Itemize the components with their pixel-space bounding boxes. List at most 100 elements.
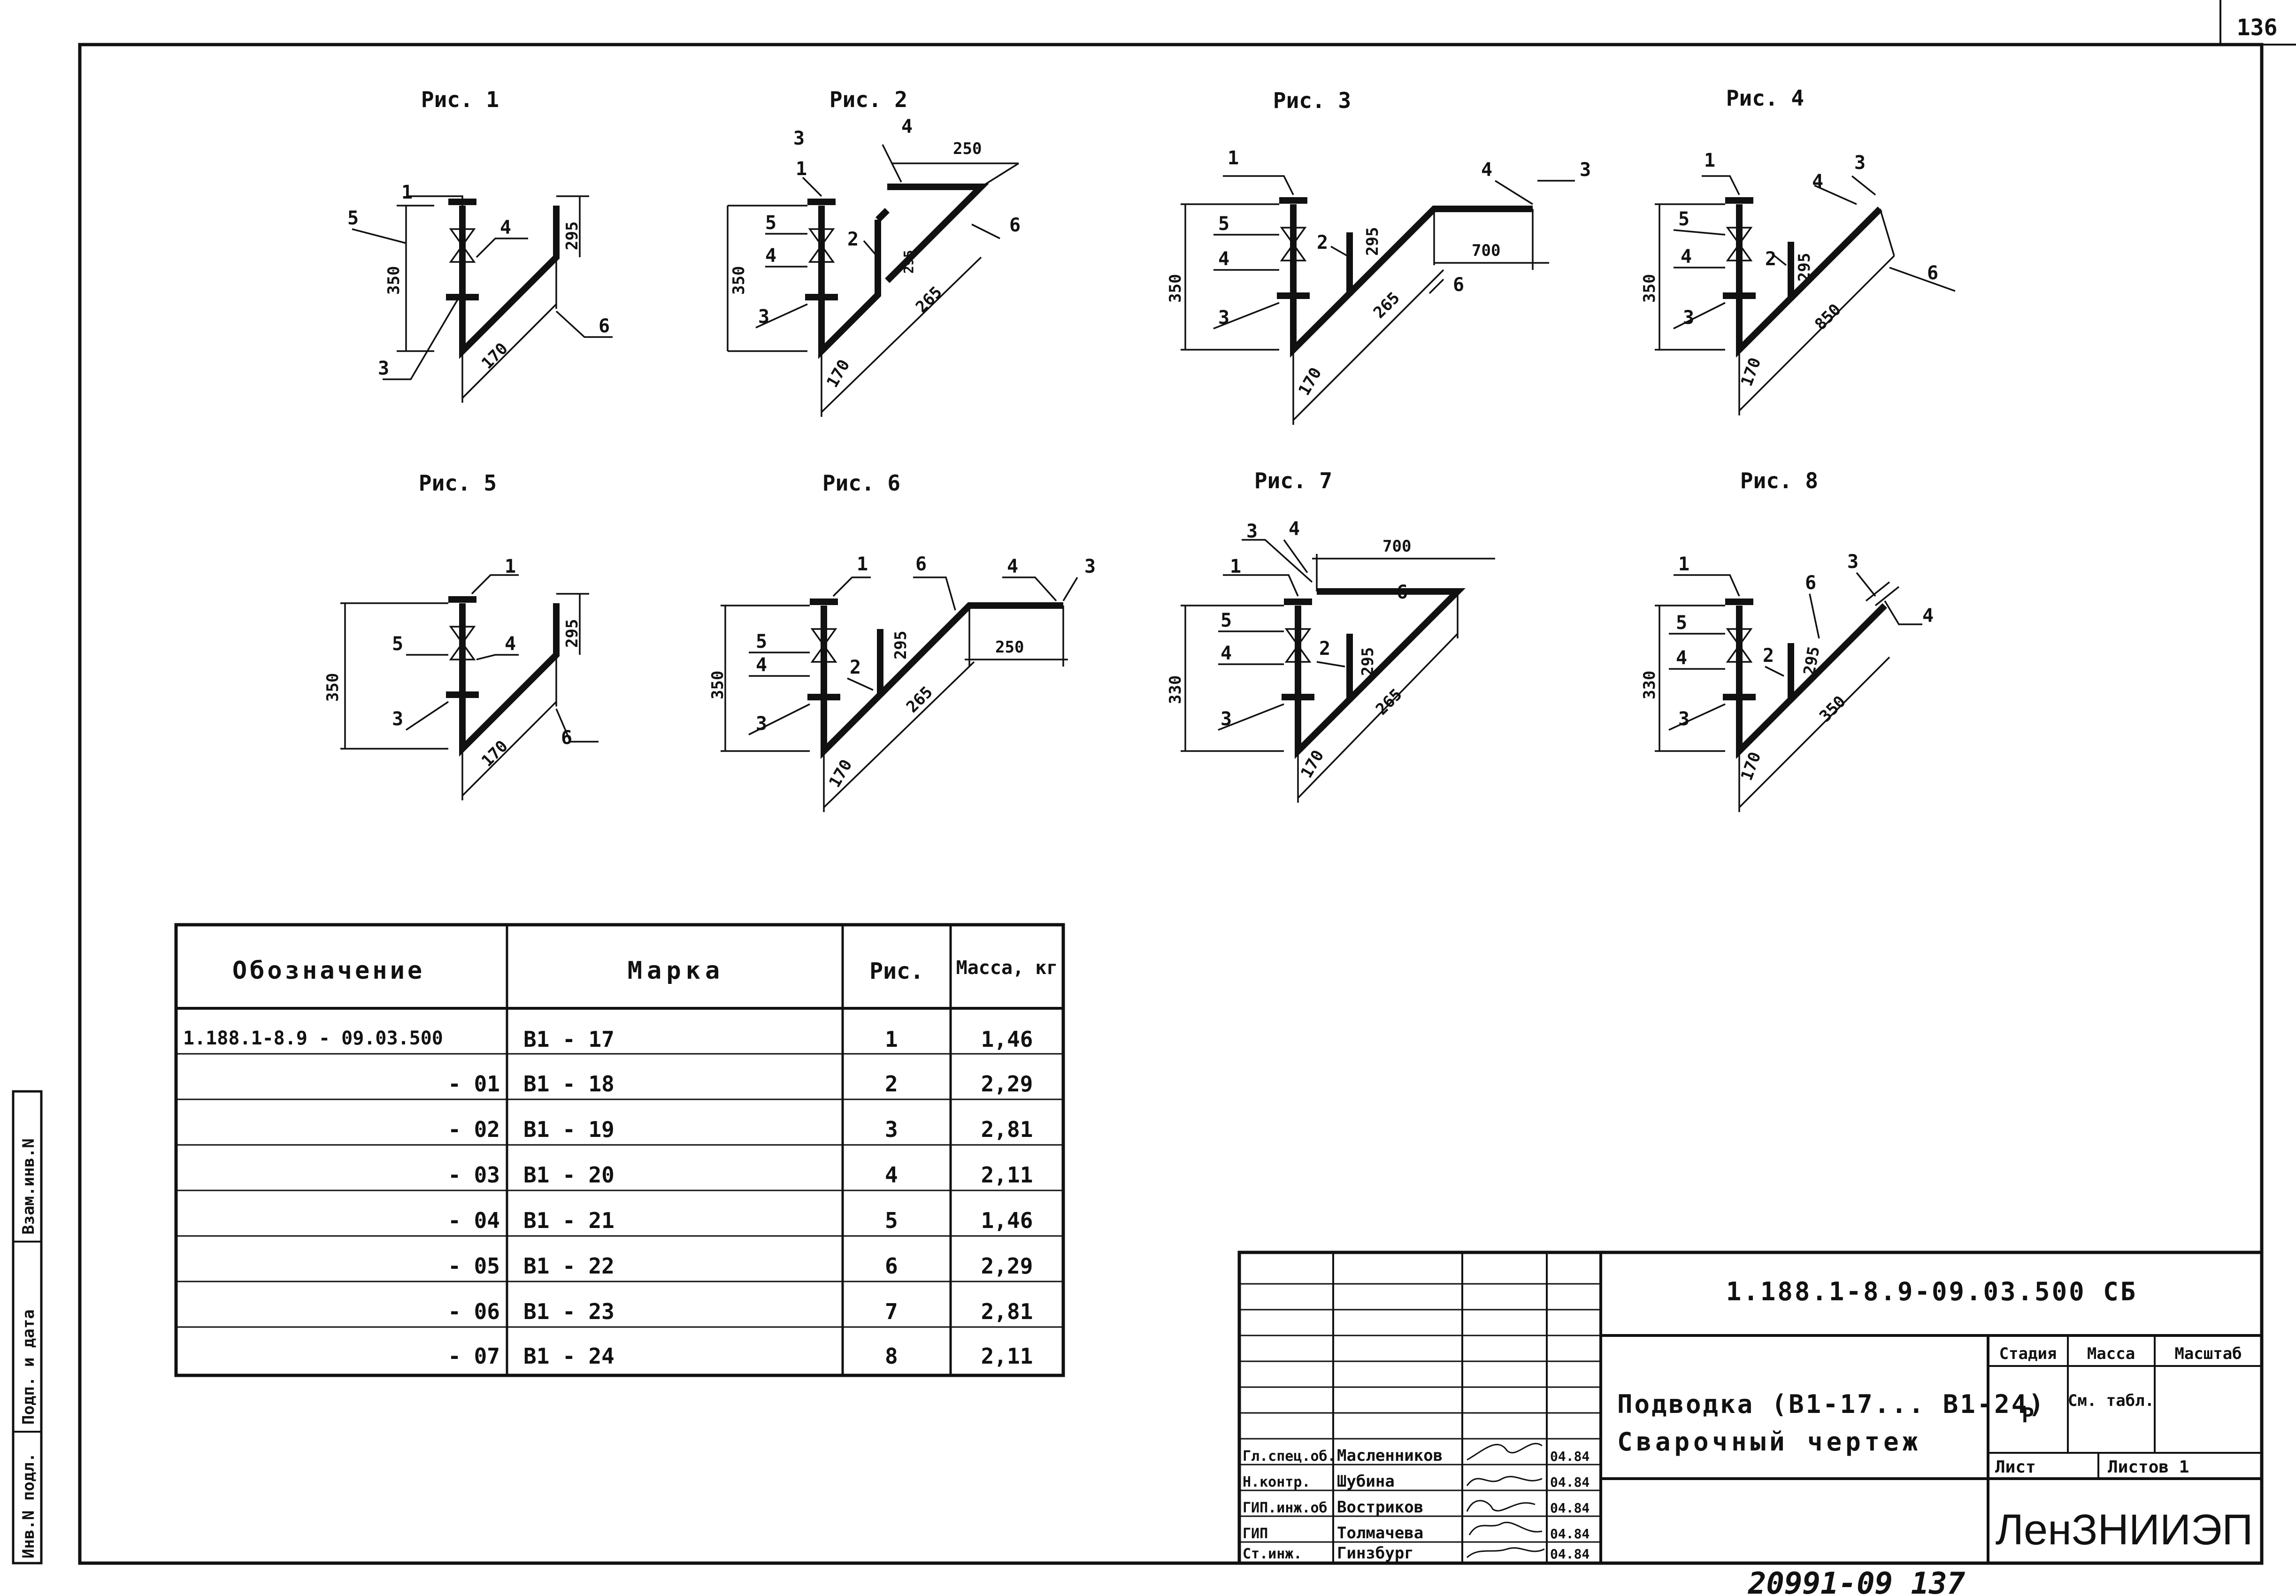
side-stamp: Взам.инв.N Подп. и дата Инв.N подл. [12,1090,43,1565]
fig-dim: 265 [1370,289,1404,322]
signer-name: Толмачева [1337,1524,1423,1542]
table-cell: 3 [885,1117,898,1142]
org-name: ЛенЗНИИЭП [1996,1506,2253,1554]
fig-dim: 265 [903,683,937,717]
doc-name-line1: Подводка (В1-17... В1-24) [1617,1389,2046,1419]
fig-dim: 250 [953,139,982,158]
fig-callout: 4 [1676,647,1687,669]
fig-callout: 3 [756,713,767,735]
fig-callout: 6 [1927,262,1938,284]
fig-callout: 4 [1007,556,1018,577]
table-header: Масса, кг [956,957,1058,979]
fig-dim: 350 [729,266,748,295]
fig-callout: 5 [392,633,403,655]
doc-name-line2: Сварочный чертеж [1617,1427,1921,1457]
fig-callout: 4 [756,654,767,676]
fig-callout: 6 [561,727,572,749]
fig-dim: 265 [912,283,946,317]
table-cell: 2,11 [981,1162,1033,1188]
fig-callout: 3 [1847,551,1858,573]
fig-callout: 4 [1289,518,1300,540]
side-stamp-label: Подп. и дата [19,1309,38,1425]
fig-dim: 350 [384,266,403,295]
fig-callout: 1 [1678,553,1689,575]
fig-callout: 4 [505,633,516,655]
signature [1466,1500,1536,1512]
signer-date: 04.84 [1550,1526,1590,1542]
fig-dim: 350 [1816,692,1850,726]
fig-callout: 6 [915,553,927,575]
fig-dim: 170 [478,339,512,373]
fig-callout: 6 [599,315,610,337]
fig-callout: 5 [756,631,767,652]
figure-title: Рис. 4 [1726,85,1804,111]
side-stamp-label: Взам.инв.N [19,1138,38,1235]
table-cell: В1 - 20 [523,1162,614,1188]
fig-dim: 850 [1811,300,1845,334]
table-cell: - 02 [448,1117,500,1142]
fig-callout: 5 [1678,208,1689,230]
table-header: Обозначение [232,957,425,985]
fig-callout: 1 [1228,147,1239,169]
table-cell: В1 - 24 [523,1343,614,1369]
fig-callout: 3 [793,128,805,149]
signer-name: Востриков [1337,1498,1423,1517]
mass-label: Масса [2087,1344,2135,1363]
figure-4: 350 170 295 850 1 3 4 5 4 3 2 6 [1640,150,1956,415]
fig-callout: 4 [1218,248,1229,270]
fig-callout: 4 [901,116,913,138]
fig-dim: 250 [995,638,1024,657]
fig-dim: 295 [563,619,582,648]
fig-dim: 295 [563,222,582,250]
table-cell: 2,81 [981,1299,1033,1324]
table-cell: - 07 [448,1343,500,1369]
fig-callout: 4 [500,217,511,238]
fig-callout: 3 [378,358,389,379]
table-cell: 1,46 [981,1027,1033,1052]
table-cell: В1 - 17 [523,1027,614,1052]
fig-callout: 5 [1218,213,1229,235]
signer-name: Шубина [1337,1472,1395,1491]
fig-callout: 3 [1084,556,1096,577]
fig-callout: 2 [1317,232,1328,253]
figure-5: 350 170 295 1 5 4 3 6 [323,556,599,800]
figure-6: 350 170 295 265 250 1 6 4 3 5 4 2 3 [708,553,1096,812]
fig-callout: 6 [1453,274,1464,296]
fig-dim: 265 [1372,685,1406,719]
fig-dim: 295 [1363,227,1382,256]
stage-label: Стадия [1999,1344,2057,1363]
fig-callout: 1 [796,158,807,180]
sheets-label: Листов 1 [2108,1458,2189,1477]
fig-dim: 350 [708,671,727,699]
table-cell: - 01 [448,1071,500,1097]
table-cell: 8 [885,1343,898,1369]
table-cell: В1 - 21 [523,1208,614,1233]
side-stamp-label: Инв.N подл. [19,1453,38,1558]
signature [1468,1521,1543,1535]
sheet-corner-number: 136 [2237,15,2278,41]
doc-code: 1.188.1-8.9-09.03.500 СБ [1726,1277,2137,1306]
fig-callout: 5 [765,212,776,234]
table-header: Рис. [869,958,924,984]
fig-dim: 350 [1640,274,1659,303]
fig-callout: 1 [1230,556,1241,577]
table-cell: В1 - 22 [523,1253,614,1279]
fig-dim: 350 [323,673,342,702]
bottom-number: 20991-09 137 [1748,1566,1966,1596]
table-cell: 2,11 [981,1343,1033,1369]
table-cell: 5 [885,1208,898,1233]
fig-callout: 6 [1009,215,1021,236]
figure-title: Рис. 1 [421,87,499,112]
signature [1466,1476,1543,1486]
table-cell: 2,81 [981,1117,1033,1142]
figure-7: 330 170 295 265 700 3 4 1 6 5 4 2 3 [1166,518,1495,803]
signer-role: ГИП [1243,1526,1268,1542]
fig-dim: 295 [1795,253,1814,282]
signer-role: Н.контр. [1243,1474,1311,1490]
fig-dim: 295 [901,250,916,274]
figure-title: Рис. 3 [1273,88,1351,113]
fig-callout: 1 [401,182,413,203]
table-cell: 1,46 [981,1208,1033,1233]
figure-1: 350 170 295 1 5 4 3 6 [347,182,613,403]
figure-title: Рис. 6 [822,470,900,496]
